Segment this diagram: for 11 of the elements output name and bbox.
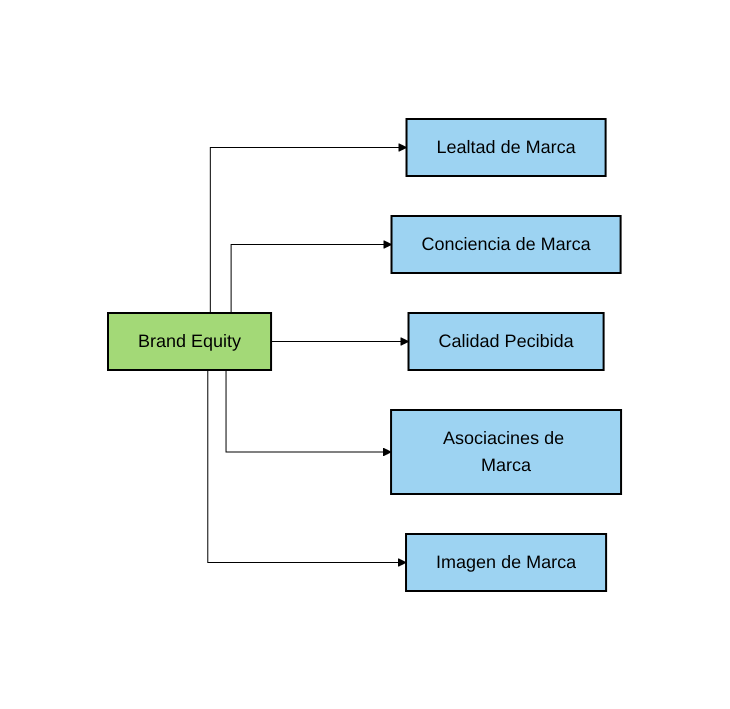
arrow — [208, 369, 407, 566]
arrow — [210, 142, 408, 313]
node-box: Calidad Pecibida — [408, 312, 606, 370]
node-box: Conciencia de Marca — [390, 214, 622, 274]
node-box: Lealtad de Marca — [406, 118, 608, 176]
arrow — [226, 369, 392, 456]
node-box: Brand Equity — [107, 312, 273, 370]
node-box: Imagen de Marca — [406, 532, 608, 592]
arrow — [231, 240, 392, 313]
arrow — [271, 336, 410, 346]
node-box: Asociacines de Marca — [390, 408, 623, 494]
